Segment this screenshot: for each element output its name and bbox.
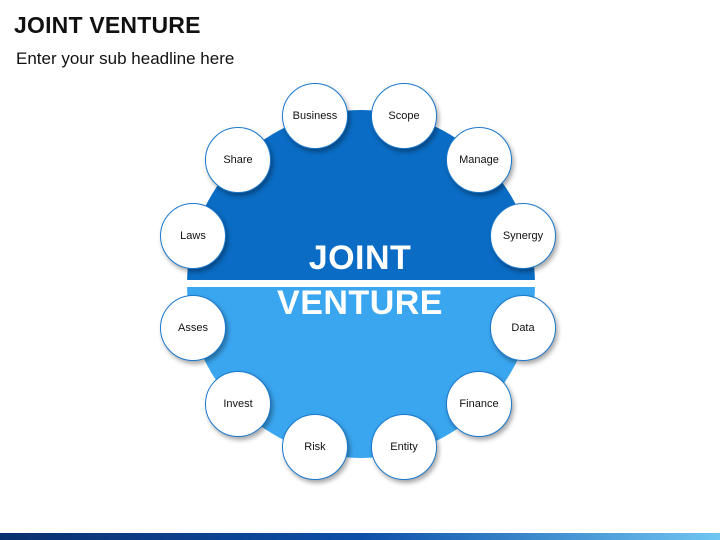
node-manage: Manage (446, 127, 512, 193)
node-finance: Finance (446, 371, 512, 437)
page-title: JOINT VENTURE (14, 12, 201, 38)
node-laws: Laws (160, 203, 226, 269)
center-label-line2: VENTURE (277, 284, 443, 322)
page-subtitle: Enter your sub headline here (16, 49, 235, 68)
bottom-accent-bar (0, 533, 720, 540)
node-business: Business (282, 83, 348, 149)
center-divider (187, 280, 535, 287)
node-share: Share (205, 127, 271, 193)
node-synergy: Synergy (490, 203, 556, 269)
node-data: Data (490, 295, 556, 361)
node-scope: Scope (371, 83, 437, 149)
center-label-line1: JOINT (308, 239, 412, 277)
node-entity: Entity (371, 414, 437, 480)
node-invest: Invest (205, 371, 271, 437)
node-asses: Asses (160, 295, 226, 361)
node-risk: Risk (282, 414, 348, 480)
